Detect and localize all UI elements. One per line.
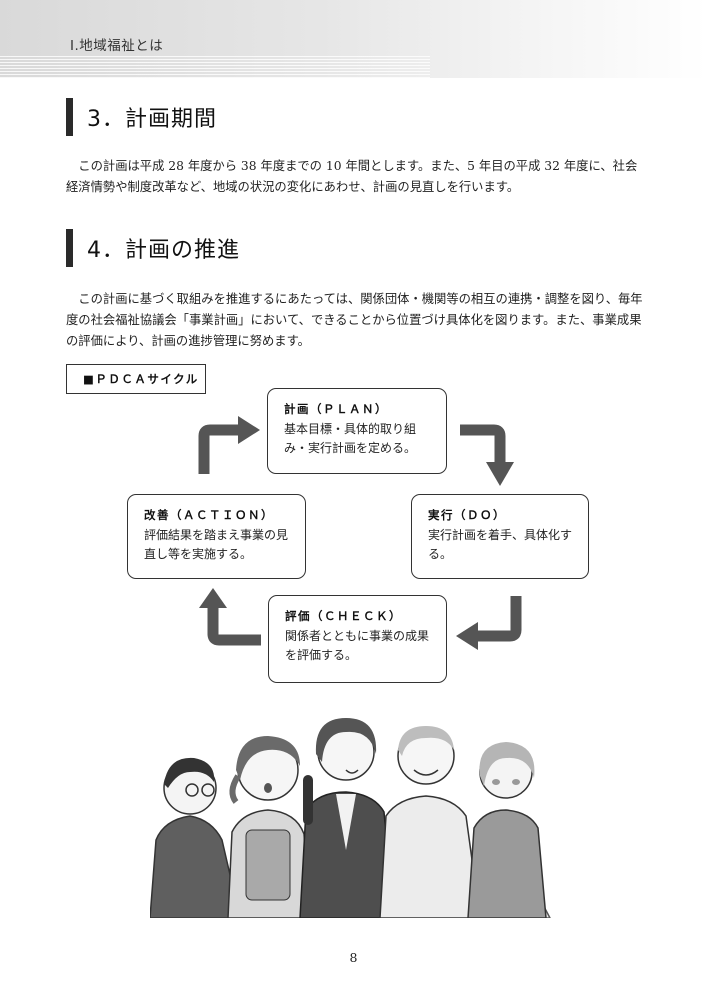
pdca-do-title: 実行（ＤＯ）: [428, 508, 506, 522]
pdca-do-body: 実行計画を着手、具体化する。: [428, 528, 573, 561]
pdca-plan-title: 計画（ＰＬＡＮ）: [284, 402, 388, 416]
arrow-action-to-plan-icon: [198, 416, 260, 474]
section-heading-3: 3．計画期間: [66, 98, 217, 136]
section-bar: [66, 229, 73, 267]
pdca-check-body: 関係者とともに事業の成果を評価する。: [285, 629, 430, 662]
pdca-check-box: 評価（ＣＨＥＣＫ） 関係者とともに事業の成果を評価する。: [268, 595, 447, 683]
section-bar: [66, 98, 73, 136]
arrow-do-to-check-icon: [456, 596, 522, 650]
section-heading-4: 4．計画の推進: [66, 229, 240, 267]
pdca-do-box: 実行（ＤＯ） 実行計画を着手、具体化する。: [411, 494, 589, 579]
section-paragraph-4: この計画に基づく取組みを推進するにあたっては、関係団体・機関等の相互の連携・調整…: [66, 292, 643, 348]
pdca-label: ■ＰＤＣＡサイクル: [66, 364, 206, 394]
page-number: 8: [349, 950, 358, 965]
pdca-action-title: 改善（ＡＣＴＩＯＮ）: [144, 508, 274, 522]
pdca-action-body: 評価結果を踏まえ事業の見直し等を実施する。: [144, 528, 289, 561]
arrow-check-to-action-icon: [199, 588, 261, 646]
pdca-check-title: 評価（ＣＨＥＣＫ）: [285, 609, 402, 623]
section-paragraph-3: この計画は平成 28 年度から 38 年度までの 10 年間とします。また、5 …: [66, 159, 638, 194]
pdca-action-box: 改善（ＡＣＴＩＯＮ） 評価結果を踏まえ事業の見直し等を実施する。: [127, 494, 306, 579]
section-title: 3．計画期間: [87, 107, 217, 132]
chapter-label: Ⅰ.地域福祉とは: [70, 38, 164, 54]
meeting-people-illustration-icon: [150, 718, 551, 918]
header-stripes: [0, 56, 430, 78]
pdca-plan-box: 計画（ＰＬＡＮ） 基本目標・具体的取り組み・実行計画を定める。: [267, 388, 447, 474]
arrow-plan-to-do-icon: [460, 424, 514, 486]
pdca-plan-body: 基本目標・具体的取り組み・実行計画を定める。: [284, 422, 417, 455]
section-title: 4．計画の推進: [87, 238, 240, 263]
